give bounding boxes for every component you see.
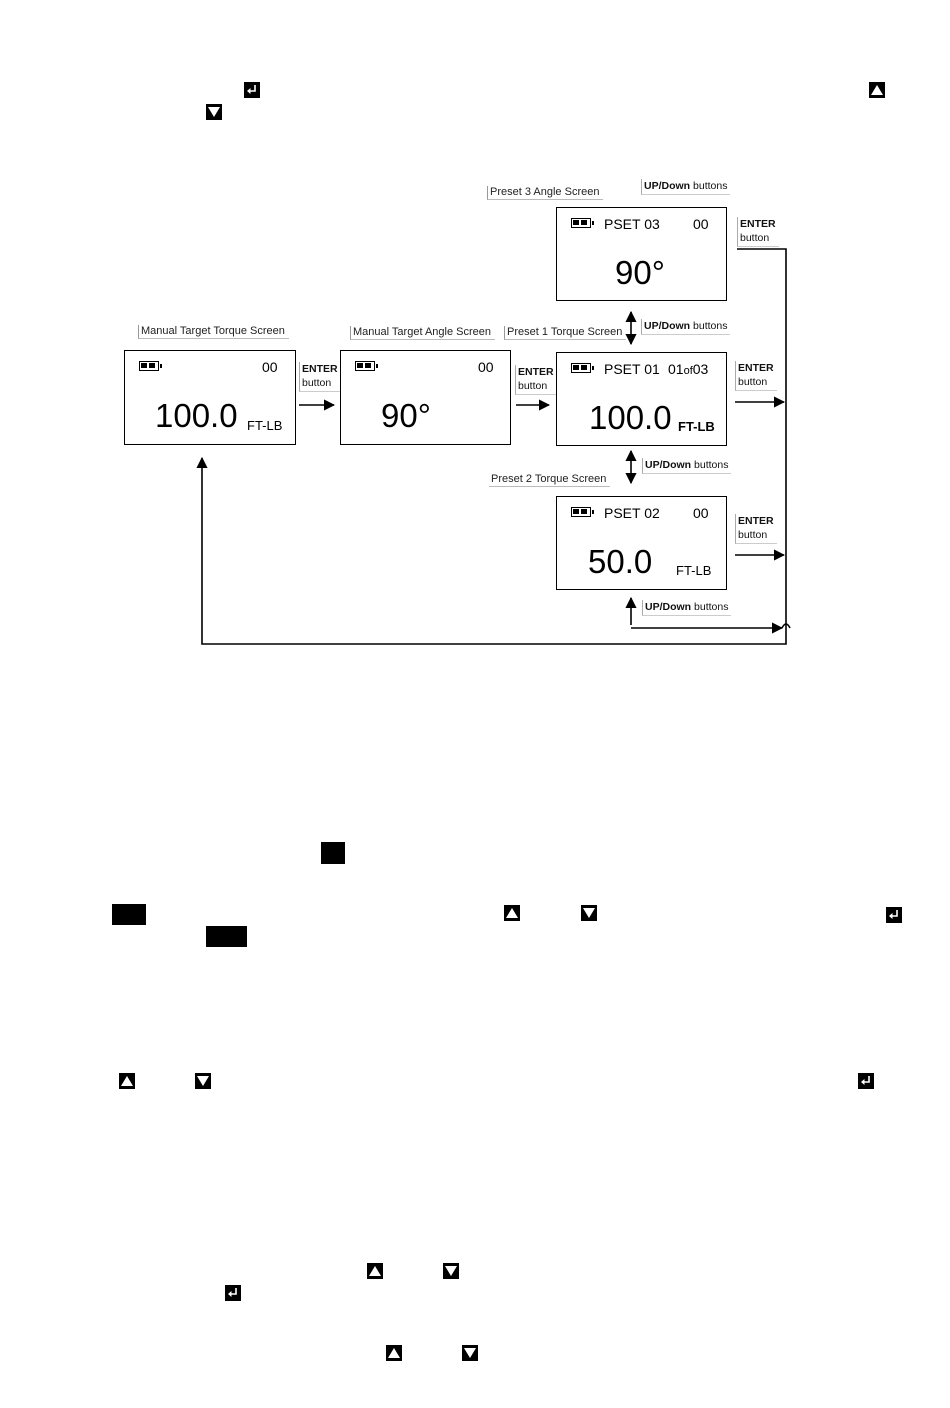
battery-icon bbox=[139, 361, 162, 371]
preset-name: PSET 02 bbox=[604, 505, 660, 521]
enter-icon bbox=[225, 1285, 241, 1301]
updown-label-3: UP/Down buttons bbox=[642, 458, 732, 474]
updown-label-4: UP/Down buttons bbox=[642, 600, 732, 616]
preset3-screen: PSET 03 00 90° bbox=[556, 207, 727, 301]
unit: FT-LB bbox=[247, 418, 283, 433]
up-arrow-icon bbox=[367, 1263, 383, 1279]
preset3-caption: Preset 3 Angle Screen bbox=[487, 186, 604, 200]
down-arrow-icon bbox=[581, 905, 597, 921]
up-arrow-icon bbox=[504, 905, 520, 921]
down-arrow-icon bbox=[462, 1345, 478, 1361]
redacted-block bbox=[206, 926, 247, 947]
enter-icon bbox=[886, 907, 902, 923]
manual-torque-screen: 00 100.0 FT-LB bbox=[124, 350, 296, 445]
battery-icon bbox=[571, 363, 594, 373]
torque-value: 100.0 bbox=[155, 397, 238, 434]
unit: FT-LB bbox=[678, 419, 715, 434]
updown-label-2: UP/Down buttons bbox=[641, 319, 731, 335]
down-arrow-icon bbox=[195, 1073, 211, 1089]
battery-icon bbox=[571, 218, 594, 228]
up-arrow-icon bbox=[869, 82, 885, 98]
preset2-caption: Preset 2 Torque Screen bbox=[489, 473, 611, 487]
up-arrow-icon bbox=[386, 1345, 402, 1361]
preset1-caption: Preset 1 Torque Screen bbox=[504, 326, 627, 340]
count: 00 bbox=[693, 216, 709, 232]
preset2-screen: PSET 02 00 50.0 FT-LB bbox=[556, 496, 727, 590]
updown-label-1: UP/Down buttons bbox=[641, 179, 731, 195]
angle-value: 90° bbox=[615, 254, 665, 291]
preset1-screen: PSET 01 01of03 100.0 FT-LB bbox=[556, 352, 727, 446]
down-arrow-icon bbox=[206, 104, 222, 120]
redacted-block bbox=[321, 842, 345, 864]
count: 01of03 bbox=[668, 361, 709, 377]
unit: FT-LB bbox=[676, 563, 712, 578]
manual-angle-screen: 00 90° bbox=[340, 350, 511, 445]
battery-icon bbox=[355, 361, 378, 371]
count: 00 bbox=[693, 505, 709, 521]
preset-name: PSET 03 bbox=[604, 216, 660, 232]
count: 00 bbox=[262, 359, 278, 375]
manual-angle-caption: Manual Target Angle Screen bbox=[350, 326, 495, 340]
redacted-block bbox=[112, 904, 146, 925]
angle-value: 90° bbox=[381, 397, 431, 434]
preset-name: PSET 01 bbox=[604, 361, 660, 377]
up-arrow-icon bbox=[119, 1073, 135, 1089]
torque-value: 50.0 bbox=[588, 543, 653, 580]
enter-icon bbox=[858, 1073, 874, 1089]
down-arrow-icon bbox=[443, 1263, 459, 1279]
count: 00 bbox=[478, 359, 494, 375]
enter-icon bbox=[244, 82, 260, 98]
manual-torque-caption: Manual Target Torque Screen bbox=[138, 325, 289, 339]
torque-value: 100.0 bbox=[589, 399, 672, 436]
battery-icon bbox=[571, 507, 594, 517]
